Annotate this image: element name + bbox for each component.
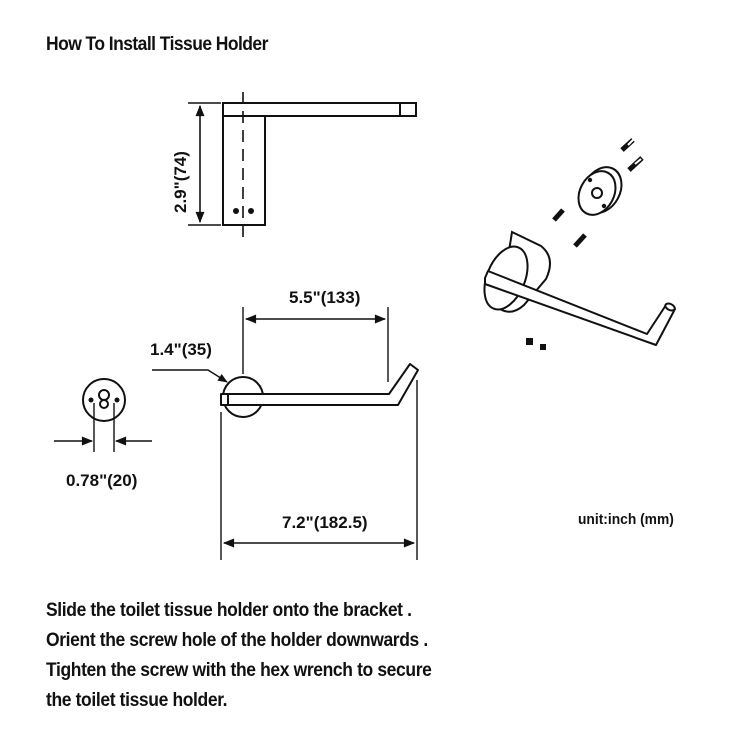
mounting-screws	[620, 136, 644, 172]
base-plate-view	[54, 378, 152, 452]
instructions: Slide the toilet tissue holder onto the …	[46, 596, 432, 716]
page-title: How To Install Tissue Holder	[46, 34, 268, 55]
side-view	[188, 92, 417, 238]
instruction-line: Orient the screw hole of the holder down…	[46, 630, 428, 651]
instruction-line: Slide the toilet tissue holder onto the …	[46, 600, 412, 621]
unit-note: unit:inch (mm)	[578, 511, 674, 528]
overall-length-label: 7.2"(182.5)	[282, 513, 368, 532]
diameter-label: 1.4"(35)	[150, 340, 212, 359]
set-screws	[552, 208, 587, 248]
arm-length-label: 5.5"(133)	[289, 288, 360, 307]
tissue-holder	[483, 230, 676, 346]
mounting-plate	[577, 166, 623, 216]
base-width-label: 0.78"(20)	[66, 471, 137, 490]
instruction-line: Tighten the screw with the hex wrench to…	[46, 660, 432, 681]
front-view	[152, 307, 419, 560]
small-screws	[526, 338, 546, 350]
height-dimension-label: 2.9"(74)	[171, 151, 190, 213]
instruction-line: the toilet tissue holder.	[46, 690, 228, 711]
exploded-view	[483, 136, 676, 350]
